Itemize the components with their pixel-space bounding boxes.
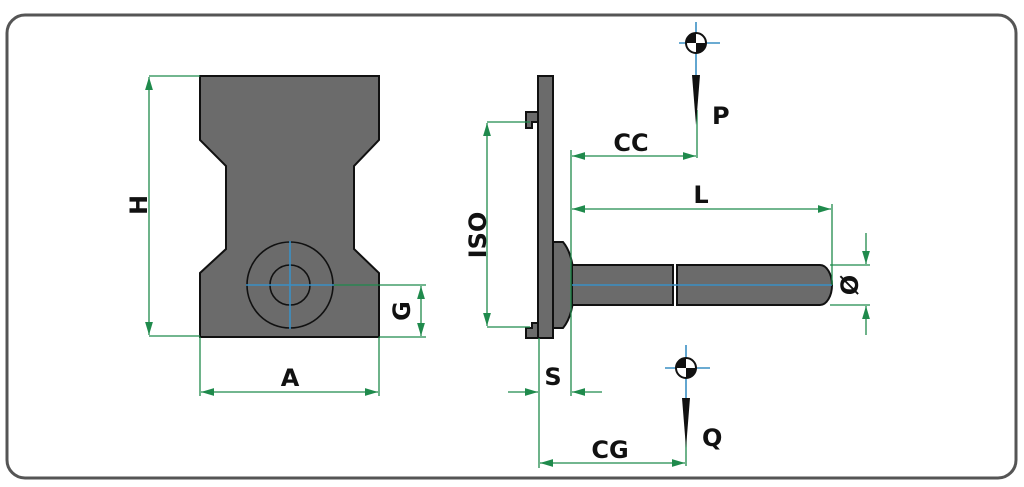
label-cg: CG [591,436,628,464]
load-arrow-p-icon [692,75,700,125]
label-g: G [388,301,416,321]
frame [5,13,1018,480]
label-q: Q [702,424,722,452]
label-l: L [693,181,708,209]
label-diameter: Ø [836,275,864,295]
bottom-tab [525,322,539,339]
label-s: S [544,363,561,391]
front-view: H G A [125,75,426,396]
base-plate [537,75,554,339]
label-cc: CC [613,129,648,157]
label-iso: ISO [464,212,492,259]
top-tab [525,111,539,129]
label-a: A [281,364,300,392]
load-arrow-q-icon [682,398,690,448]
center-of-mass-p-icon [679,22,720,110]
side-view: ISO CC L Ø S CG [464,22,870,468]
label-p: P [712,102,730,130]
label-h: H [125,195,153,215]
